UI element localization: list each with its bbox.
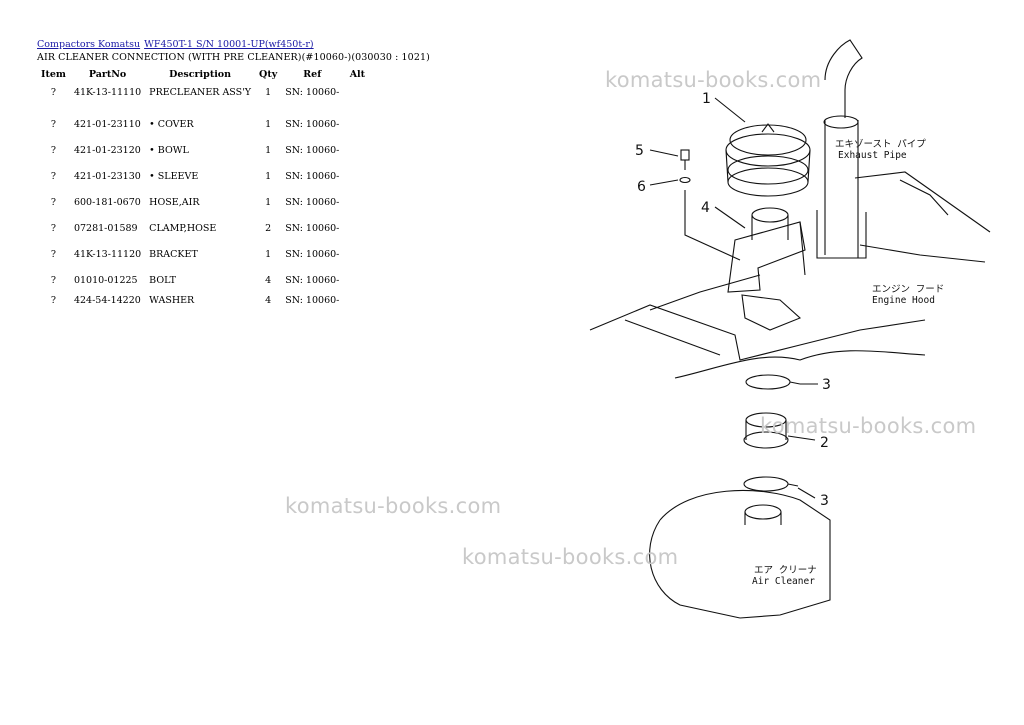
cell-item: ? <box>50 119 57 130</box>
label-aircleaner-en: Air Cleaner <box>752 576 815 587</box>
bolt-washer <box>679 149 741 261</box>
leader-lines <box>649 97 818 499</box>
label-aircleaner-jp: エア クリーナ <box>754 565 817 576</box>
cell-ref: SN: 10060- <box>285 119 340 130</box>
label-exhaust-jp: エキゾースト パイプ <box>835 139 926 150</box>
cell-partno: 41K-13-11120 <box>73 249 142 260</box>
cell-description: WASHER <box>149 295 195 306</box>
table-row: ? 01010-01225 BOLT 4 SN: 10060- <box>37 269 371 289</box>
callout-2: 2 <box>820 435 829 451</box>
cell-partno: 01010-01225 <box>73 275 138 286</box>
cell-qty: 1 <box>265 119 272 130</box>
label-exhaust-en: Exhaust Pipe <box>838 150 907 161</box>
table-row: ? 41K-13-11120 BRACKET 1 SN: 10060- <box>37 243 371 269</box>
cell-qty: 1 <box>265 197 272 208</box>
precleaner <box>725 123 811 197</box>
cell-ref: SN: 10060- <box>285 197 340 208</box>
cell-ref: SN: 10060- <box>285 87 340 98</box>
cell-description: PRECLEANER ASS'Y <box>149 87 252 98</box>
cell-partno: 600-181-0670 <box>73 197 141 208</box>
cell-item: ? <box>50 223 57 234</box>
cell-qty: 4 <box>265 275 272 286</box>
breadcrumb-link-model[interactable]: WF450T-1 S/N 10001-UP(wf450t-r) <box>144 39 314 50</box>
table-header-row: Item PartNo Description Qty Ref Alt <box>37 65 371 81</box>
cell-description: • SLEEVE <box>149 171 199 182</box>
header-description: Description <box>169 68 232 80</box>
cell-item: ? <box>50 249 57 260</box>
callout-5: 5 <box>635 143 644 159</box>
cell-item: ? <box>50 171 57 182</box>
header-ref: Ref <box>303 68 322 80</box>
callout-6: 6 <box>637 179 646 195</box>
cell-partno: 424-54-14220 <box>73 295 141 306</box>
cell-partno: 421-01-23120 <box>73 145 141 156</box>
cell-description: HOSE,AIR <box>149 197 200 208</box>
cell-ref: SN: 10060- <box>285 171 340 182</box>
cell-description: • BOWL <box>149 145 189 156</box>
header-qty: Qty <box>259 68 278 80</box>
cell-ref: SN: 10060- <box>285 275 340 286</box>
header-alt: Alt <box>349 68 366 80</box>
cell-ref: SN: 10060- <box>285 295 340 306</box>
page-subtitle: AIR CLEANER CONNECTION (WITH PRE CLEANER… <box>37 52 430 63</box>
cell-item: ? <box>50 145 57 156</box>
cell-partno: 421-01-23110 <box>73 119 141 130</box>
table-row: ? 600-181-0670 HOSE,AIR 1 SN: 10060- <box>37 191 371 217</box>
cell-qty: 1 <box>265 87 272 98</box>
cell-description: BOLT <box>149 275 176 286</box>
callout-4: 4 <box>701 200 710 216</box>
cell-item: ? <box>50 87 57 98</box>
header-item: Item <box>41 68 66 80</box>
table-row: ? 07281-01589 CLAMP,HOSE 2 SN: 10060- <box>37 217 371 243</box>
cell-qty: 1 <box>265 249 272 260</box>
cell-partno: 41K-13-11110 <box>73 87 142 98</box>
header-partno: PartNo <box>88 68 127 80</box>
cell-qty: 1 <box>265 145 272 156</box>
bracket <box>727 207 806 293</box>
cell-ref: SN: 10060- <box>285 145 340 156</box>
cell-qty: 4 <box>265 295 272 306</box>
callout-3-top: 3 <box>822 377 831 393</box>
cell-partno: 07281-01589 <box>73 223 138 234</box>
cell-ref: SN: 10060- <box>285 249 340 260</box>
cell-qty: 1 <box>265 171 272 182</box>
exhaust-pipe <box>816 39 867 259</box>
callout-3-bottom: 3 <box>820 493 829 509</box>
cell-qty: 2 <box>265 223 272 234</box>
cell-description: • COVER <box>149 119 194 130</box>
table-row: ? 424-54-14220 WASHER 4 SN: 10060- <box>37 289 371 309</box>
table-row: ? 41K-13-11110 PRECLEANER ASS'Y 1 SN: 10… <box>37 81 371 113</box>
cell-item: ? <box>50 275 57 286</box>
cell-item: ? <box>50 197 57 208</box>
table-row: ? 421-01-23120 • BOWL 1 SN: 10060- <box>37 139 371 165</box>
label-hood-en: Engine Hood <box>872 295 935 306</box>
cell-partno: 421-01-23130 <box>73 171 141 182</box>
cell-description: CLAMP,HOSE <box>149 223 217 234</box>
table-row: ? 421-01-23130 • SLEEVE 1 SN: 10060- <box>37 165 371 191</box>
cell-item: ? <box>50 295 57 306</box>
label-hood-jp: エンジン フード <box>872 284 944 295</box>
engine-hood-outline <box>589 171 991 379</box>
cell-ref: SN: 10060- <box>285 223 340 234</box>
air-cleaner <box>649 489 831 619</box>
cell-description: BRACKET <box>149 249 198 260</box>
callout-1: 1 <box>702 91 711 107</box>
hose-assembly <box>743 374 801 492</box>
parts-table: Item PartNo Description Qty Ref Alt ? 41… <box>37 65 371 309</box>
breadcrumb-link-compactors[interactable]: Compactors Komatsu <box>37 39 141 50</box>
table-row: ? 421-01-23110 • COVER 1 SN: 10060- <box>37 113 371 139</box>
